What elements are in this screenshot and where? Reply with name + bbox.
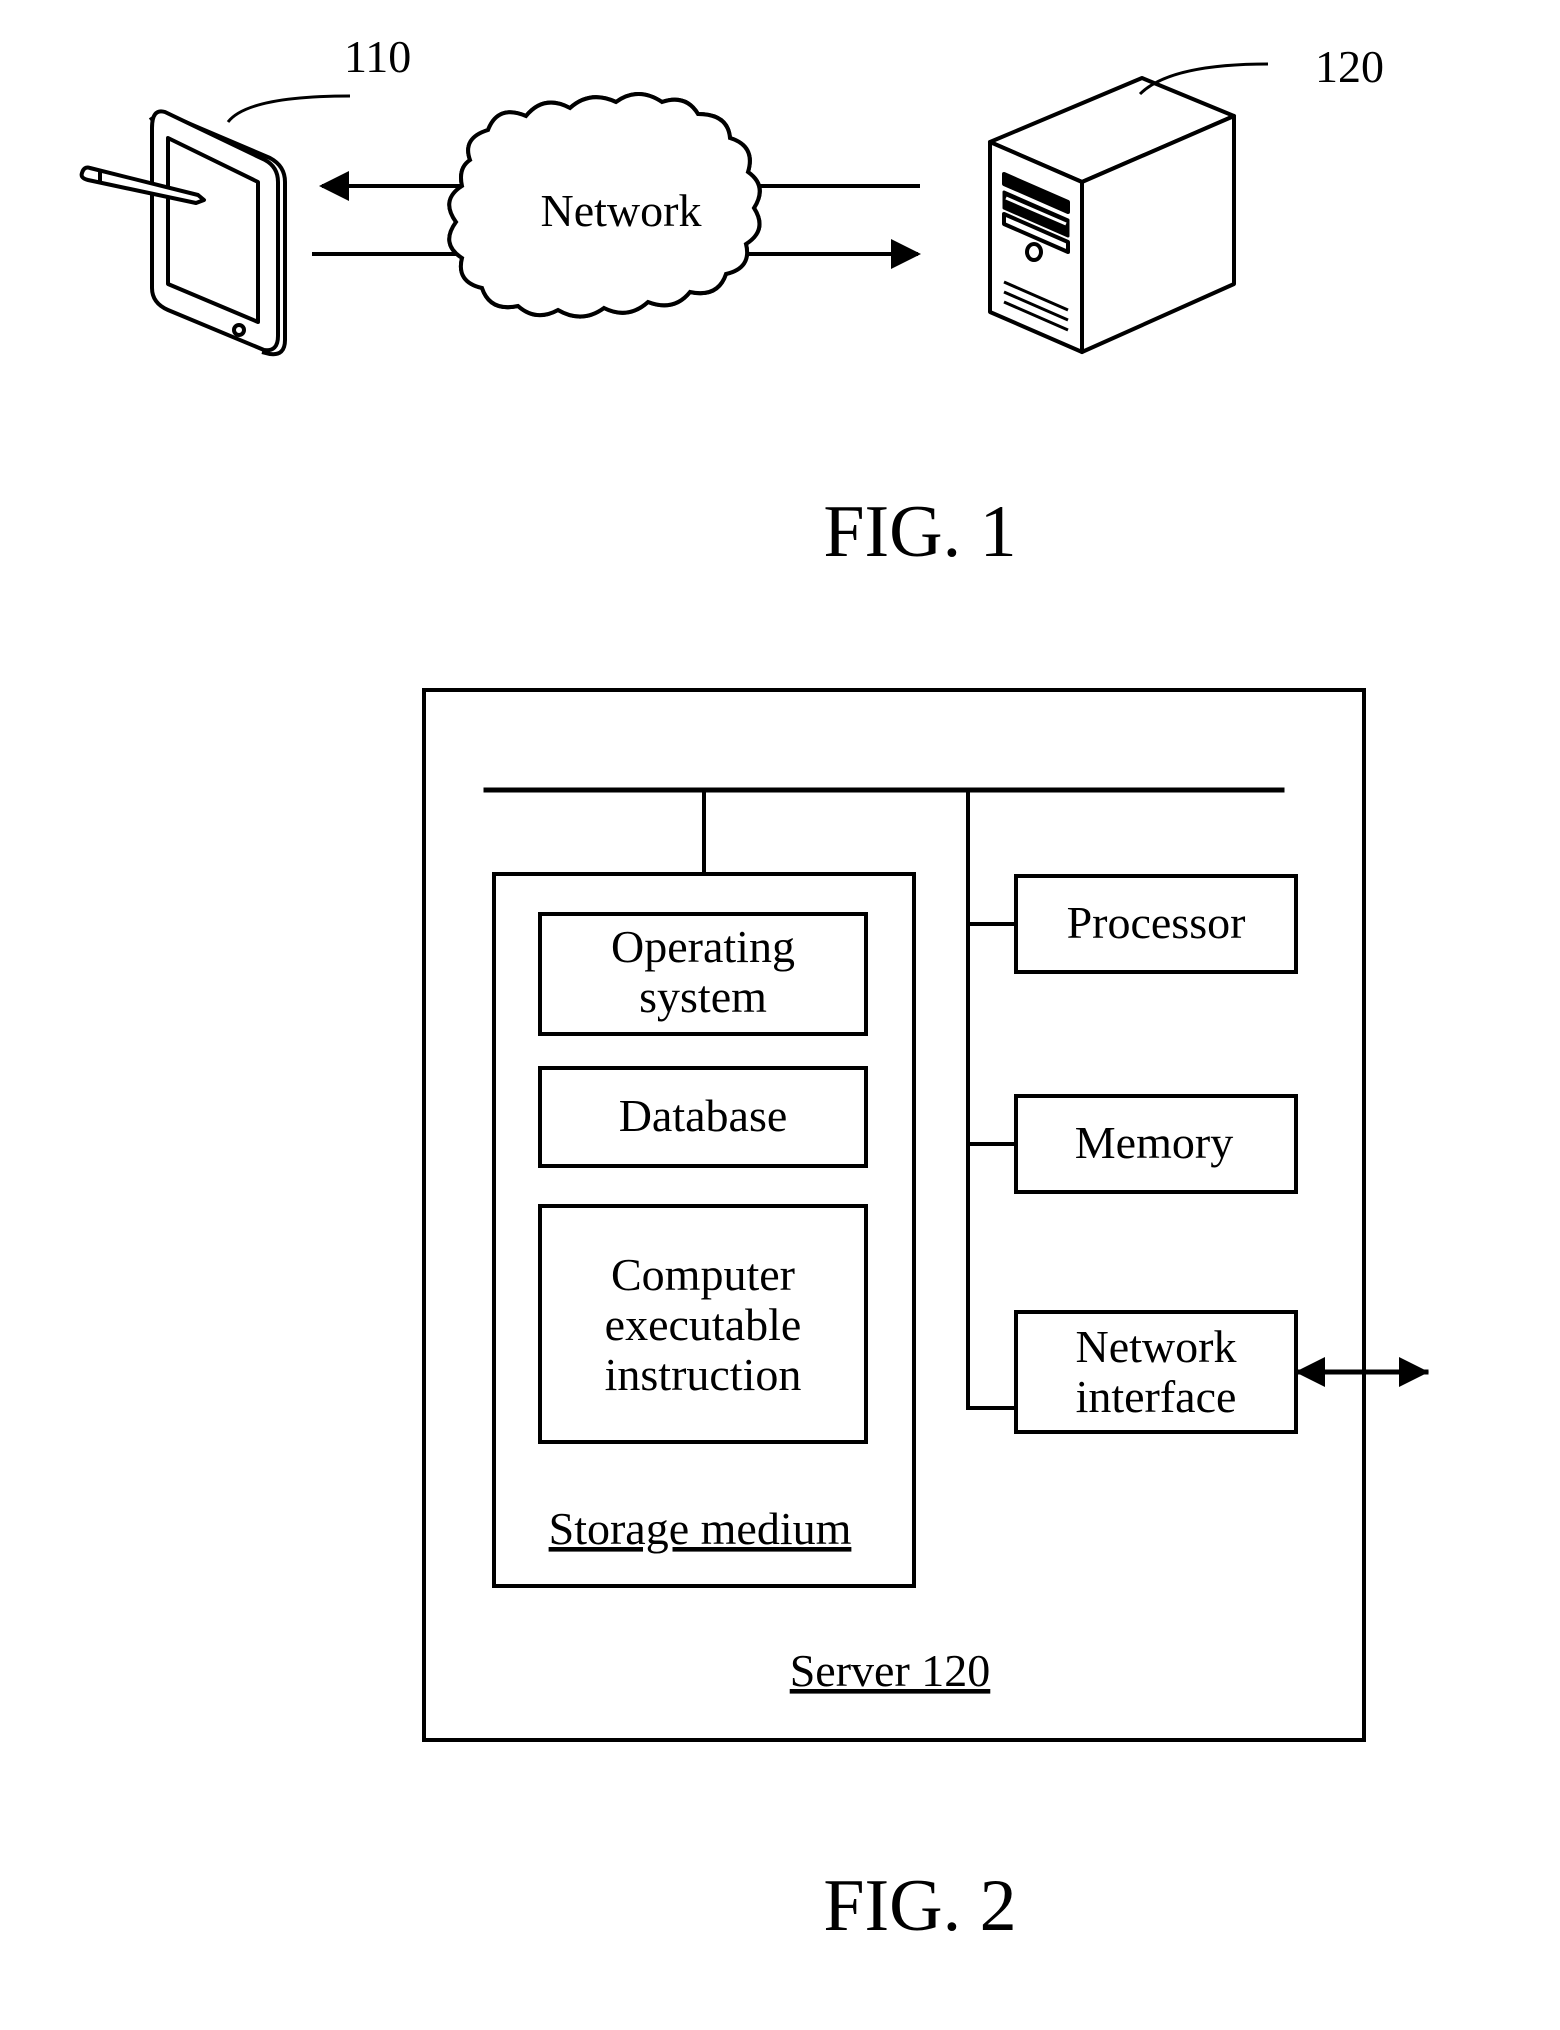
item-text-line: Processor	[1067, 897, 1246, 948]
terminal-ref-label: 110	[344, 31, 411, 82]
item-text-line: Network	[1076, 1321, 1237, 1372]
tablet-with-stylus-icon	[82, 111, 285, 354]
fig1: 110 Network	[82, 31, 1384, 573]
fig2: Operating system Database Computer execu…	[424, 690, 1426, 1947]
component-memory: Memory	[1016, 1096, 1296, 1192]
fig1-caption: FIG. 1	[823, 491, 1016, 573]
server-box-label: Server 120	[790, 1645, 991, 1696]
item-text-line: instruction	[605, 1349, 802, 1400]
server-box	[424, 690, 1364, 1740]
component-network-interface: Network interface	[1016, 1312, 1296, 1432]
item-text-line: system	[639, 971, 767, 1022]
storage-item-computer-executable-instruction: Computer executable instruction	[540, 1206, 866, 1442]
item-text-line: Memory	[1075, 1117, 1233, 1168]
storage-medium-label: Storage medium	[549, 1503, 852, 1554]
component-processor: Processor	[1016, 876, 1296, 972]
item-text-line: interface	[1076, 1371, 1237, 1422]
storage-item-database: Database	[540, 1068, 866, 1166]
fig2-caption: FIG. 2	[823, 1865, 1016, 1947]
server-tower-icon	[990, 78, 1234, 352]
leader-line-110	[228, 96, 350, 122]
item-text-line: Computer	[611, 1249, 795, 1300]
item-text-line: executable	[605, 1299, 802, 1350]
storage-item-operating-system: Operating system	[540, 914, 866, 1034]
item-text-line: Database	[619, 1090, 788, 1141]
network-label-overlay: Network	[541, 185, 702, 236]
item-text-line: Operating	[611, 921, 795, 972]
server-ref-label: 120	[1315, 41, 1384, 92]
